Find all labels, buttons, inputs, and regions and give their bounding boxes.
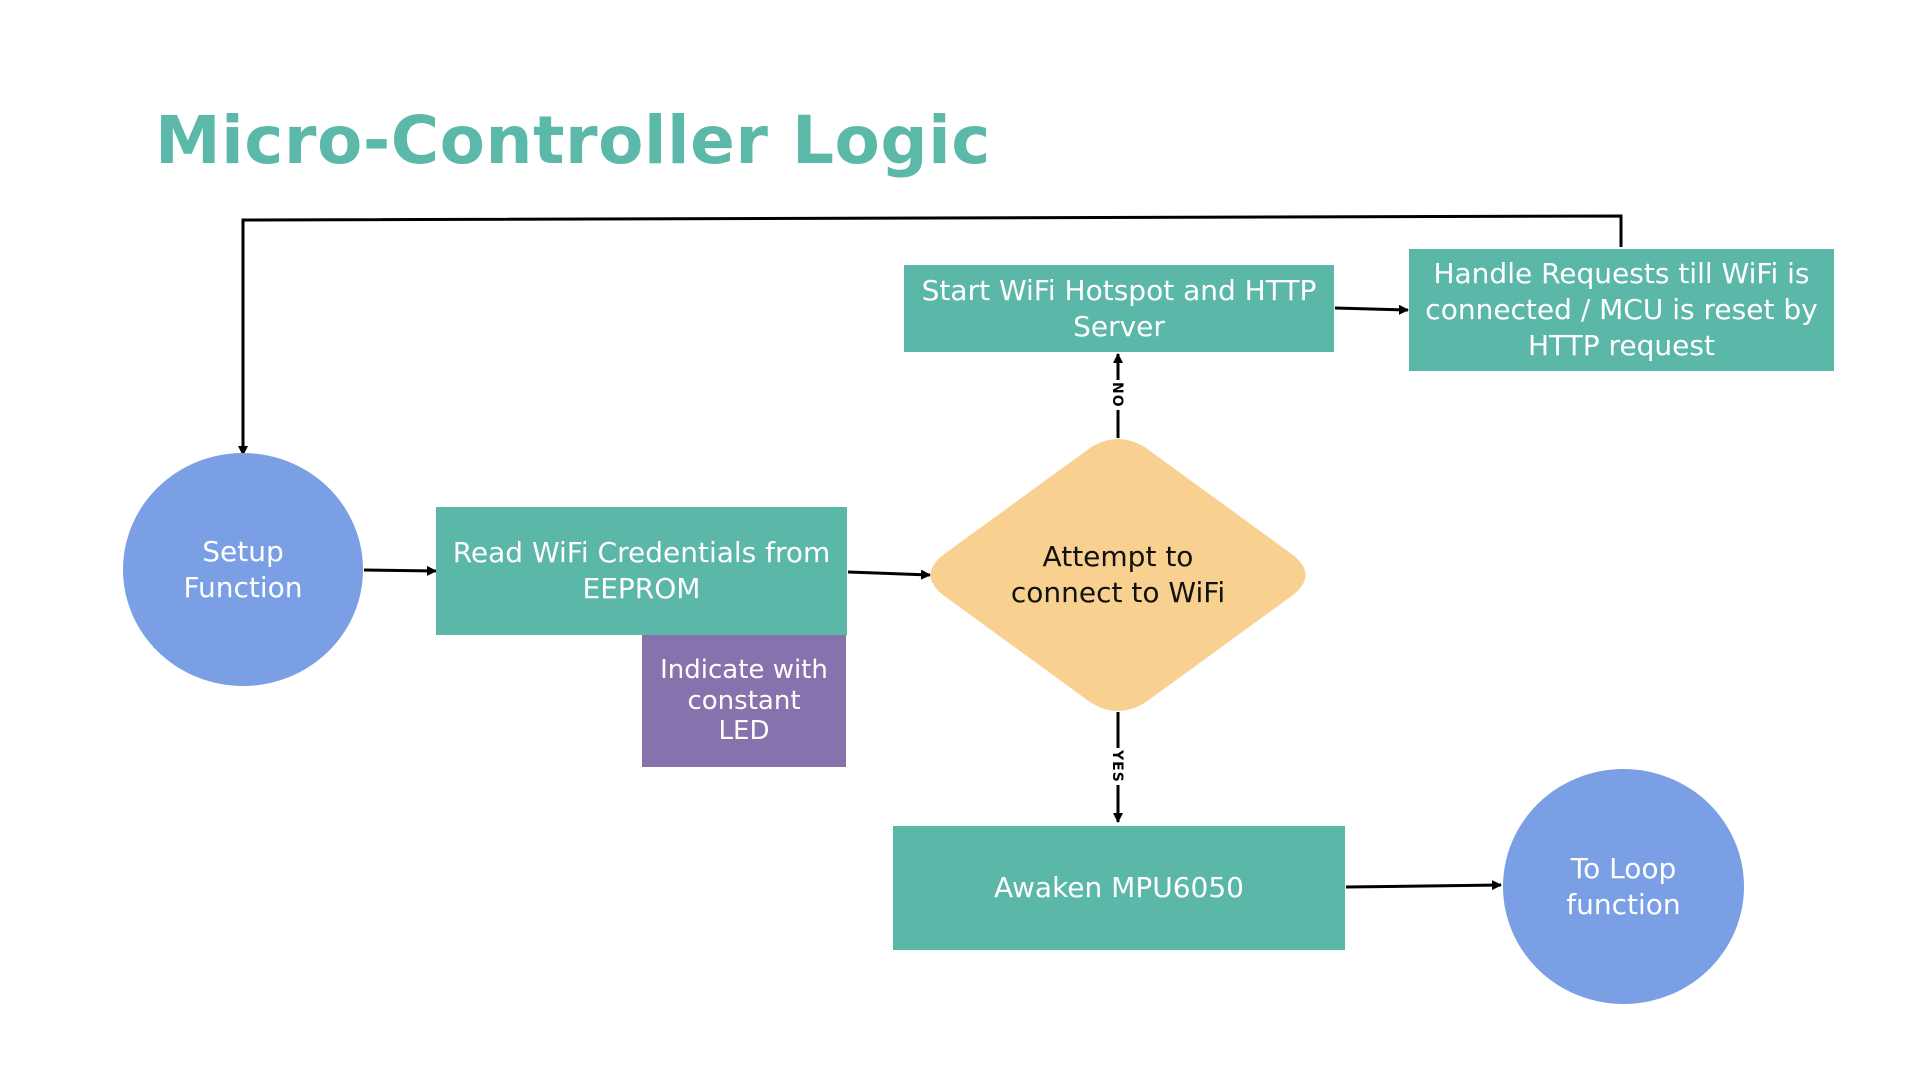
edge-label-no: NO — [1109, 380, 1125, 410]
handle-requests-node: Handle Requests till WiFi is connected /… — [1409, 249, 1834, 371]
start-hotspot-node: Start WiFi Hotspot and HTTP Server — [904, 265, 1334, 352]
setup-function-node: Setup Function — [123, 453, 363, 686]
awaken-mpu-node: Awaken MPU6050 — [893, 826, 1345, 950]
edge-read-to-attempt — [847, 569, 931, 580]
read-credentials-node: Read WiFi Credentials from EEPROM — [436, 507, 847, 635]
page-title: Micro-Controller Logic — [155, 102, 991, 179]
edge-hotspot-to-handle — [1334, 304, 1409, 315]
edge-mpu-to-loop — [1345, 880, 1502, 891]
decision-diamond-shape — [930, 439, 1306, 711]
edge-label-yes: YES — [1109, 748, 1125, 785]
to-loop-function-node: To Loop function — [1503, 769, 1744, 1004]
attempt-connect-decision: Attempt to connect to WiFi — [928, 438, 1308, 712]
attempt-connect-label: Attempt to connect to WiFi — [1010, 540, 1226, 609]
edge-setup-to-read — [363, 565, 437, 576]
indicate-led-node: Indicate with constant LED — [642, 635, 846, 767]
